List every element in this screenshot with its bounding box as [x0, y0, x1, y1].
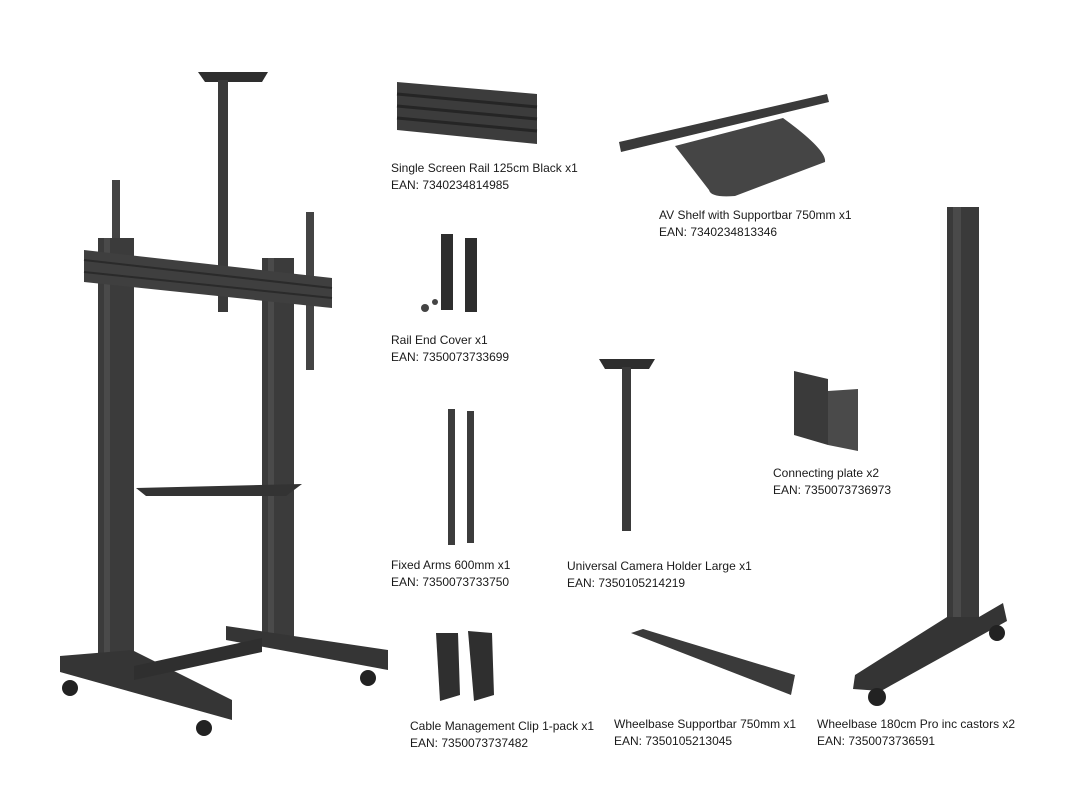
part-ean: EAN: 7350105214219	[567, 576, 686, 590]
rail-end-cover-image	[421, 234, 477, 312]
camera-holder-image	[599, 359, 655, 531]
part-ean: EAN: 7340234813346	[659, 225, 778, 239]
part-name: Wheelbase Supportbar 750mm x1	[614, 717, 797, 731]
rail-end-cover-label: Rail End Cover x1 EAN: 7350073733699	[391, 332, 509, 366]
part-name: Single Screen Rail 125cm Black x1	[391, 161, 578, 175]
av-shelf-image	[619, 94, 829, 197]
assembled-floor-stand-image	[60, 72, 388, 736]
single-screen-rail-label: Single Screen Rail 125cm Black x1 EAN: 7…	[391, 160, 578, 194]
part-name: Connecting plate x2	[773, 466, 880, 480]
single-screen-rail-image	[396, 82, 538, 144]
part-name: Universal Camera Holder Large x1	[567, 559, 752, 573]
part-ean: EAN: 7340234814985	[391, 178, 510, 192]
part-ean: EAN: 7350105213045	[614, 734, 733, 748]
part-ean: EAN: 7350073736973	[773, 483, 892, 497]
part-ean: EAN: 7350073737482	[410, 736, 529, 750]
wheelbase-180-label: Wheelbase 180cm Pro inc castors x2 EAN: …	[817, 716, 1015, 750]
wheelbase-supportbar-label: Wheelbase Supportbar 750mm x1 EAN: 73501…	[614, 716, 796, 750]
fixed-arms-image	[448, 409, 474, 545]
part-ean: EAN: 7350073733699	[391, 350, 510, 364]
part-name: Rail End Cover x1	[391, 333, 488, 347]
wheelbase-supportbar-image	[631, 629, 795, 695]
connecting-plate-label: Connecting plate x2 EAN: 7350073736973	[773, 465, 891, 499]
part-ean: EAN: 7350073736591	[817, 734, 936, 748]
part-name: Wheelbase 180cm Pro inc castors x2	[817, 717, 1016, 731]
cable-clip-label: Cable Management Clip 1-pack x1 EAN: 735…	[410, 718, 594, 752]
part-name: Cable Management Clip 1-pack x1	[410, 719, 595, 733]
part-name: AV Shelf with Supportbar 750mm x1	[659, 208, 852, 222]
wheelbase-180-image	[853, 207, 1007, 706]
fixed-arms-label: Fixed Arms 600mm x1 EAN: 7350073733750	[391, 557, 510, 591]
part-ean: EAN: 7350073733750	[391, 575, 510, 589]
cable-clip-image	[436, 631, 494, 701]
part-name: Fixed Arms 600mm x1	[391, 558, 511, 572]
av-shelf-label: AV Shelf with Supportbar 750mm x1 EAN: 7…	[659, 207, 852, 241]
camera-holder-label: Universal Camera Holder Large x1 EAN: 73…	[567, 558, 752, 592]
connecting-plate-image	[794, 371, 858, 451]
